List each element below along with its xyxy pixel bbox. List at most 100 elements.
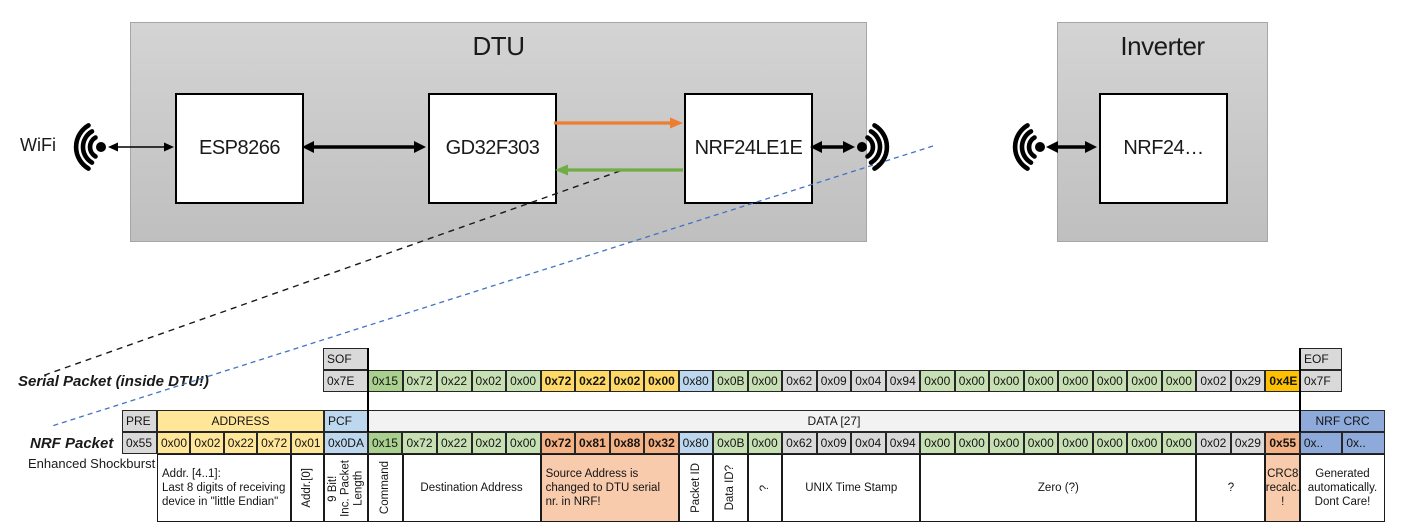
byte-cell: 0x80: [678, 370, 714, 392]
byte-cell: 0x94: [885, 370, 921, 392]
byte-cell: 0x02: [190, 432, 224, 454]
byte-cell: 0x81: [575, 432, 610, 454]
annotation-cell: UNIX Time Stamp: [782, 454, 921, 522]
byte-cell: 0x00: [1023, 432, 1059, 454]
byte-cell: 0x02: [471, 432, 507, 454]
header-cell-pre: PRE: [122, 410, 157, 432]
byte-cell: 0x22: [437, 370, 472, 392]
annotation-cell: CRC8 recalc. !: [1265, 454, 1300, 522]
annotation-cell: Packet ID: [678, 454, 714, 522]
sof-header-cell: SOF: [323, 348, 368, 370]
byte-cell: 0x00: [1127, 432, 1162, 454]
gd32f303-box: GD32F303: [428, 93, 557, 204]
header-cell-data-27-: DATA [27]: [368, 410, 1300, 432]
byte-cell: 0x88: [609, 432, 645, 454]
annotation-text: Packet ID: [689, 463, 702, 513]
byte-cell: 0x72: [540, 370, 576, 392]
annotation-text: ?: [1227, 481, 1235, 494]
byte-cell: 0x04: [851, 370, 886, 392]
byte-cell: 0x..: [1299, 432, 1343, 454]
annotation-text: Source Address is changed to DTU serial …: [545, 467, 660, 508]
annotation-text: ?: [758, 484, 771, 492]
byte-cell: 0x62: [782, 432, 817, 454]
header-cell-nrf-crc: NRF CRC: [1300, 410, 1385, 432]
byte-cell: 0x29: [1230, 370, 1266, 392]
byte-cell: 0x00: [920, 432, 955, 454]
esp8266-box: ESP8266: [175, 93, 304, 204]
byte-cell: 0x02: [609, 370, 645, 392]
byte-cell: 0x29: [1230, 432, 1266, 454]
nrf-packet-label: NRF Packet: [30, 434, 114, 452]
annotation-cell: Zero (?): [920, 454, 1197, 522]
byte-cell: 0x0DA: [323, 432, 368, 454]
byte-cell: 0x72: [402, 370, 438, 392]
byte-cell: 0x00: [1023, 370, 1059, 392]
annotation-text: Addr. [4..1]: Last 8 digits of receiving…: [162, 467, 286, 508]
eof-byte-cell: 0x7F: [1300, 370, 1342, 392]
enhanced-shockburst-label: Enhanced Shockburst: [28, 456, 156, 471]
annotation-text: Command: [378, 461, 391, 515]
byte-cell: 0x09: [816, 432, 852, 454]
byte-cell: 0x01: [290, 432, 324, 454]
header-cell-pcf: PCF: [324, 410, 368, 432]
byte-cell: 0x72: [540, 432, 576, 454]
annotation-text: Generated automatically. Dont Care!: [1307, 467, 1378, 508]
nrf24le1e-label: NRF24LE1E: [694, 137, 803, 159]
byte-cell: 0x55: [1265, 432, 1300, 454]
serial-packet-label: Serial Packet (inside DTU!): [18, 372, 209, 390]
byte-cell: 0x00: [157, 432, 191, 454]
byte-cell: 0x32: [644, 432, 679, 454]
byte-cell: 0x00: [954, 432, 990, 454]
byte-cell: 0x00: [644, 370, 679, 392]
byte-cell: 0x72: [402, 432, 437, 454]
byte-cell: 0x00: [1092, 432, 1128, 454]
annotation-cell: Addr.[0]: [290, 454, 324, 522]
nrf24le1e-box: NRF24LE1E: [684, 93, 813, 204]
annotation-text: Destination Address: [420, 481, 523, 494]
byte-cell: 0x55: [122, 432, 157, 454]
byte-cell: 0x22: [575, 370, 610, 392]
inverter-nrf24-box: NRF24…: [1099, 93, 1228, 204]
byte-cell: 0x15: [367, 432, 403, 454]
byte-cell: 0x09: [816, 370, 852, 392]
annotation-cell: Addr. [4..1]: Last 8 digits of receiving…: [157, 454, 291, 522]
byte-cell: 0x15: [368, 370, 403, 392]
byte-cell: 0x72: [257, 432, 291, 454]
eof-header-cell: EOF: [1300, 348, 1342, 370]
annotation-text: UNIX Time Stamp: [805, 481, 898, 494]
header-cell-address: ADDRESS: [157, 410, 324, 432]
byte-cell: 0x00: [1127, 370, 1162, 392]
annotation-text: Addr.[0]: [300, 468, 313, 508]
annotation-cell: Destination Address: [402, 454, 541, 522]
byte-cell: 0x0B: [713, 432, 748, 454]
byte-cell: 0x62: [782, 370, 817, 392]
byte-cell: 0x00: [1161, 432, 1197, 454]
wifi-label: WiFi: [20, 135, 56, 155]
esp8266-label: ESP8266: [198, 137, 281, 159]
annotation-cell: Source Address is changed to DTU serial …: [540, 454, 679, 522]
byte-cell: 0x02: [1196, 432, 1231, 454]
byte-cell: 0x00: [920, 370, 955, 392]
byte-cell: 0x02: [1196, 370, 1231, 392]
byte-cell: 0x00: [506, 370, 541, 392]
byte-cell: 0x22: [436, 432, 472, 454]
byte-cell: 0x00: [989, 370, 1024, 392]
byte-cell: 0x22: [223, 432, 258, 454]
wifi-signal-icon-inverter: [1015, 125, 1045, 168]
byte-cell: 0x00: [1161, 370, 1197, 392]
annotation-text: CRC8 recalc. !: [1265, 467, 1300, 508]
annotation-cell: ?: [747, 454, 783, 522]
gd32f303-label: GD32F303: [445, 137, 540, 159]
annotation-cell: Data ID?: [713, 454, 748, 522]
byte-cell: 0x0B: [713, 370, 748, 392]
byte-cell: 0x00: [747, 432, 783, 454]
byte-cell: 0x80: [678, 432, 714, 454]
dtu-title: DTU: [472, 31, 525, 61]
annotation-text: 9 Bit! Inc. Packet Length: [327, 459, 365, 517]
byte-cell: 0x00: [1058, 370, 1093, 392]
byte-cell: 0x00: [954, 370, 990, 392]
